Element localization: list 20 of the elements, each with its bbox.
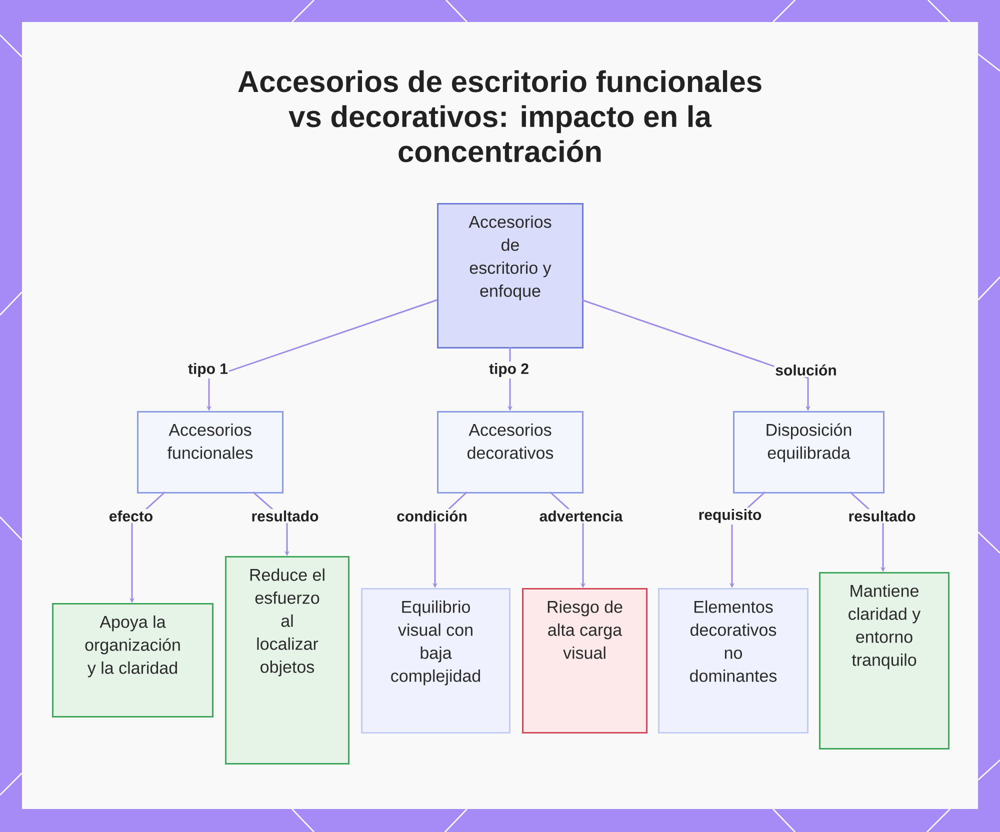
edge-label: requisito	[697, 508, 763, 524]
outcome-box: Riesgo de alta carga visual	[522, 588, 648, 734]
outcome-box: Equilibrio visual con baja complejidad	[361, 588, 510, 734]
topic-box: Accesorios de escritorio y enfoque	[437, 203, 584, 348]
outcome-box: Mantiene claridad y entorno tranquilo	[819, 572, 950, 750]
edge-label: resultado	[250, 509, 320, 524]
title: Accesorios de escritorio funcionales vs decorativos: impacto en la concentración	[238, 70, 762, 162]
edge-label: tipo 1	[187, 362, 229, 378]
edge-label: efecto	[108, 509, 154, 524]
edge-label: advertencia	[538, 509, 624, 524]
category-box: Accesorios funcionales	[137, 411, 284, 494]
edge-label: solución	[774, 362, 838, 378]
outcome-box: Reduce el esfuerzo al localizar objetos	[225, 556, 350, 764]
edge-label: resultado	[847, 509, 917, 524]
edge-label: condición	[396, 508, 468, 524]
category-box: Accesorios decorativos	[437, 411, 584, 494]
edge-label: tipo 2	[488, 362, 530, 378]
outcome-box: Apoya la organización y la claridad	[52, 603, 214, 718]
category-box: Disposición equilibrada	[733, 411, 885, 494]
outcome-box: Elementos decorativos no dominantes	[658, 588, 809, 734]
